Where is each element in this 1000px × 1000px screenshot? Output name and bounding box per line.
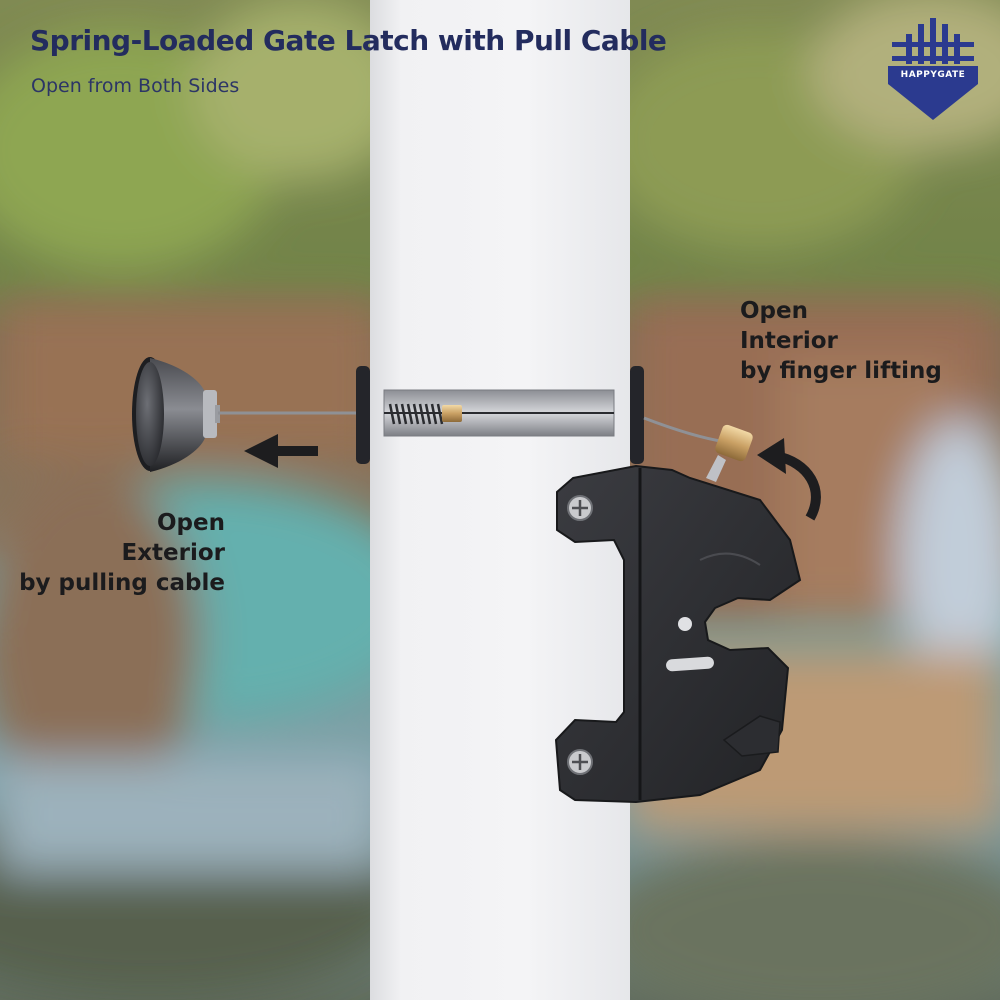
happygate-logo-icon [888, 18, 978, 120]
post-cutaway [383, 389, 615, 437]
pull-knob[interactable] [132, 357, 220, 472]
page-subtitle: Open from Both Sides [31, 75, 240, 97]
exterior-callout: Open Exterior by pulling cable [19, 508, 225, 598]
screw-bottom-icon [567, 749, 593, 775]
exterior-callout-line1: Open [157, 510, 225, 536]
curved-arrow-icon [757, 438, 821, 521]
interior-callout-line3: by finger lifting [740, 358, 942, 384]
cable-ferrule [442, 405, 462, 422]
interior-bezel [630, 366, 644, 464]
interior-cable [643, 416, 727, 444]
exterior-callout-line2: Exterior [121, 540, 225, 566]
spring-icon [388, 403, 444, 425]
arrow-left-icon [244, 434, 318, 468]
brand-logo: HAPPYGATE [886, 16, 980, 124]
interior-callout-line2: Interior [740, 328, 838, 354]
interior-callout-line1: Open [740, 298, 808, 324]
page-title: Spring-Loaded Gate Latch with Pull Cable [30, 24, 667, 57]
screw-top-icon [567, 495, 593, 521]
gate-latch-body[interactable] [554, 464, 802, 804]
cable-end-fitting [706, 424, 753, 482]
exterior-callout-line3: by pulling cable [19, 570, 225, 596]
interior-callout: Open Interior by finger lifting [740, 296, 942, 386]
exterior-bezel [356, 366, 370, 464]
logo-text: HAPPYGATE [900, 70, 966, 80]
